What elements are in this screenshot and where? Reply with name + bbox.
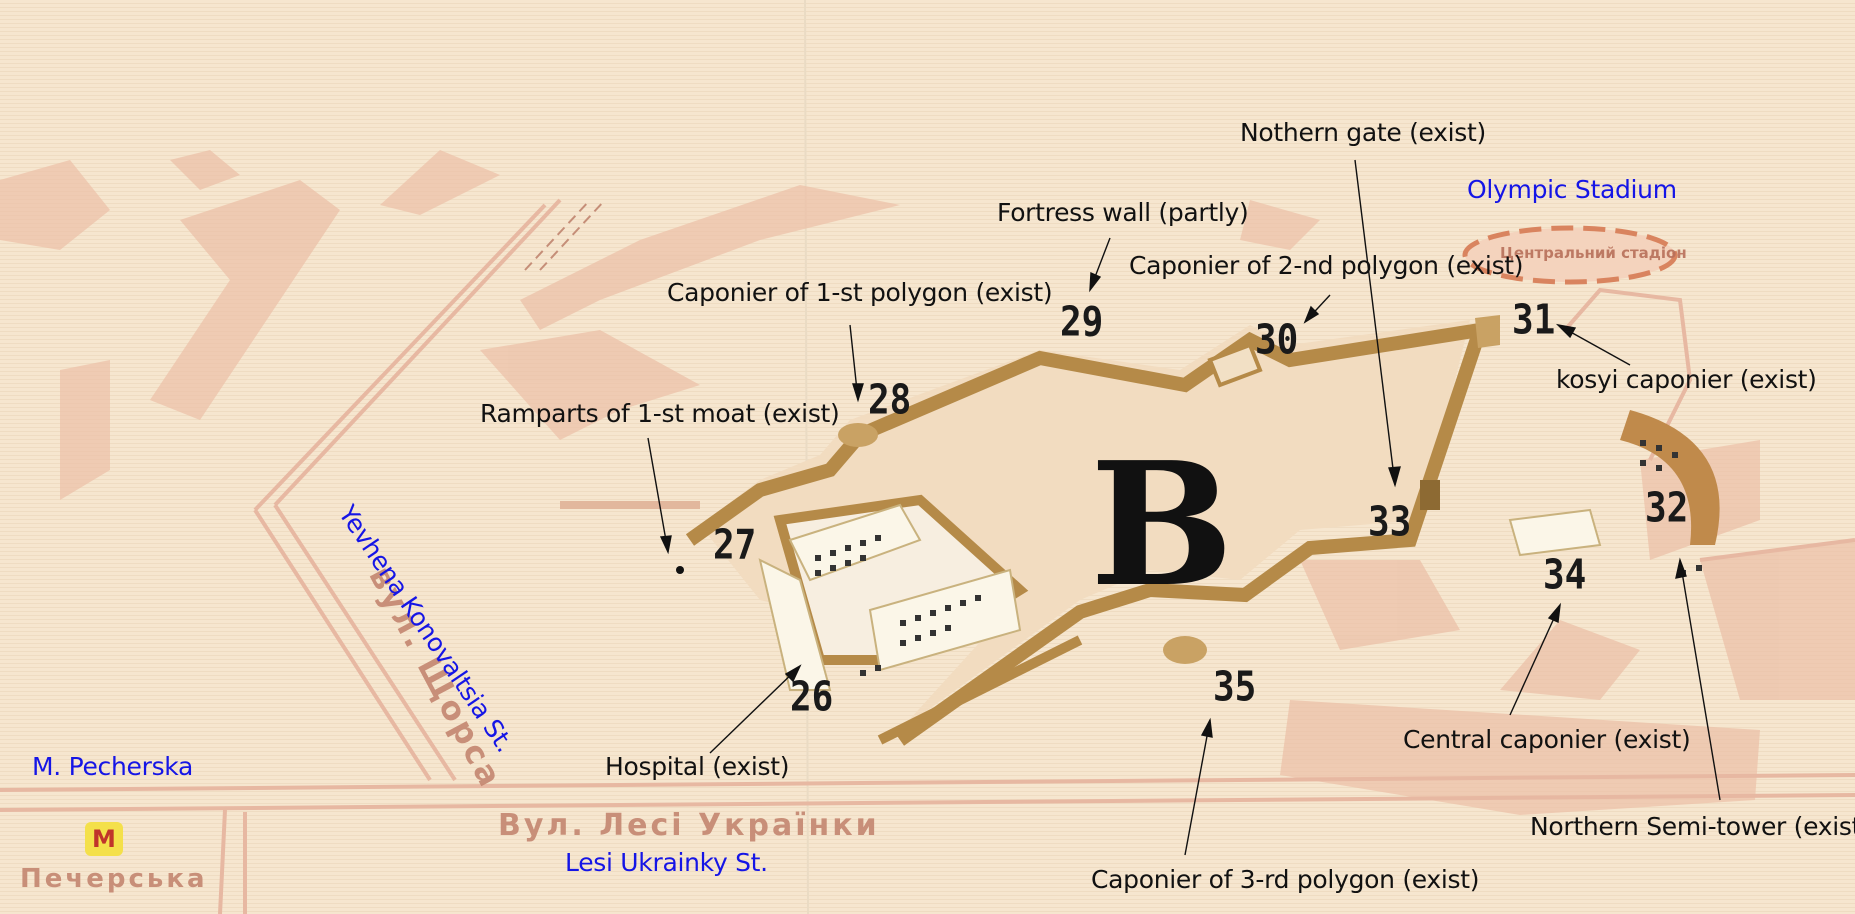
label-caponier-3: Caponier of 3-rd polygon (exist) xyxy=(1091,865,1480,894)
background-shapes xyxy=(0,150,1855,815)
metro-ukr: Печерська xyxy=(20,864,208,894)
caponier-35 xyxy=(1163,636,1207,664)
map-fold xyxy=(804,0,809,914)
central-caponier-34 xyxy=(1508,508,1602,557)
label-northern-semi-tower: Northern Semi-tower (exist) xyxy=(1530,812,1855,841)
caponier-30 xyxy=(1207,342,1263,388)
caponier-31 xyxy=(1475,315,1500,348)
label-hospital: Hospital (exist) xyxy=(605,752,790,781)
marker-31: 31 xyxy=(1512,296,1556,345)
stadium-oval xyxy=(1462,225,1678,285)
label-m-pecherska: M. Pecherska xyxy=(32,752,194,781)
metro-icon: М xyxy=(85,822,123,856)
marker-35: 35 xyxy=(1213,663,1257,712)
marker-34: 34 xyxy=(1543,551,1587,600)
fortress-wall xyxy=(685,321,1491,746)
marker-32: 32 xyxy=(1645,484,1689,533)
marker-29: 29 xyxy=(1060,298,1104,347)
label-kosyi-caponier: kosyi caponier (exist) xyxy=(1556,365,1817,394)
label-ramparts: Ramparts of 1-st moat (exist) xyxy=(480,399,840,428)
marker-26: 26 xyxy=(790,673,834,722)
marker-27: 27 xyxy=(713,521,757,570)
label-fortress-wall: Fortress wall (partly) xyxy=(997,198,1249,227)
label-caponier-2: Caponier of 2-nd polygon (exist) xyxy=(1129,251,1524,280)
marker-33: 33 xyxy=(1368,498,1412,547)
marker-30: 30 xyxy=(1255,316,1299,365)
hospital-building xyxy=(758,503,1022,691)
label-nothern-gate: Nothern gate (exist) xyxy=(1240,118,1486,147)
leader-lines xyxy=(647,159,1721,856)
roads xyxy=(0,198,1855,914)
street-lesi-ukr: Вул. Лесі Українки xyxy=(498,808,880,843)
gate-33 xyxy=(1420,480,1440,510)
stadium-ukr: Центральний стадіон xyxy=(1500,244,1687,262)
label-olympic-stadium: Olympic Stadium xyxy=(1467,175,1677,204)
building-windows xyxy=(815,535,981,676)
caponier-28 xyxy=(838,423,878,447)
label-central-caponier: Central caponier (exist) xyxy=(1403,725,1691,754)
fortress-letter: B xyxy=(1090,425,1234,625)
fortress xyxy=(560,315,1720,746)
marker-28: 28 xyxy=(868,376,912,425)
label-caponier-1: Caponier of 1-st polygon (exist) xyxy=(667,278,1053,307)
label-lesi-ukrainky-street: Lesi Ukrainky St. xyxy=(565,848,768,877)
